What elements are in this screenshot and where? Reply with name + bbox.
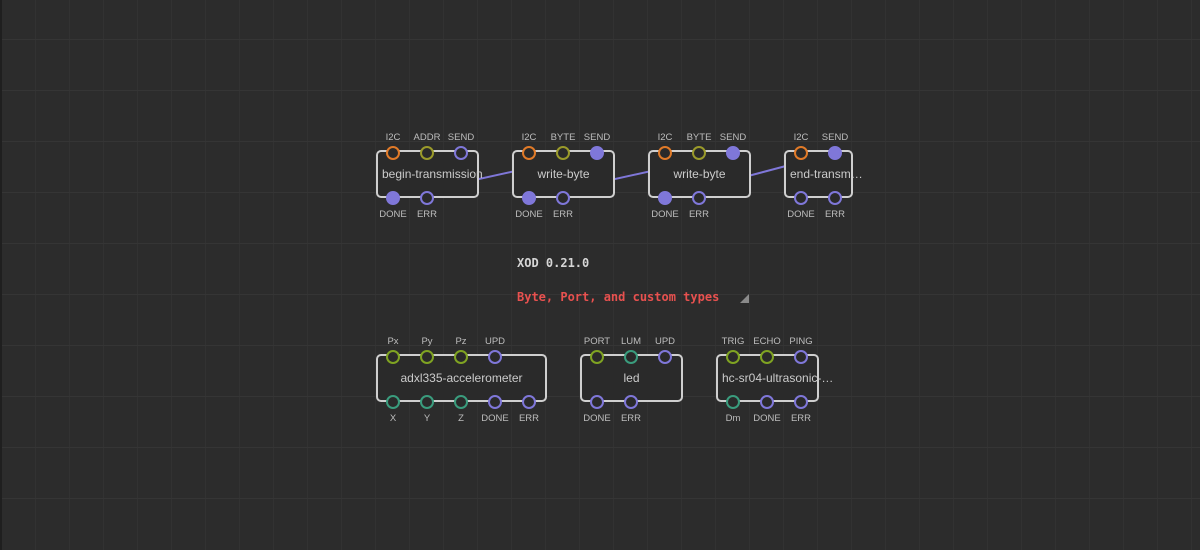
pin-label: I2C [793,132,809,143]
output-pin-done[interactable] [658,191,672,205]
node-end-transmission[interactable]: end-transm… [784,150,863,198]
pin-label: ERR [620,413,642,424]
output-pin-done[interactable] [794,191,808,205]
pin-label: DONE [651,209,679,220]
input-pin-px[interactable] [386,350,400,364]
pin-label: Y [423,413,431,424]
canvas-left-edge [0,0,2,550]
pin-label: BYTE [550,132,576,143]
pin-label: DONE [481,413,509,424]
pin-label: PORT [583,336,611,347]
pin-label: DONE [583,413,611,424]
input-pin-py[interactable] [420,350,434,364]
output-pin-done[interactable] [386,191,400,205]
input-pin-upd[interactable] [658,350,672,364]
pin-label: Dm [725,413,741,424]
node-title: end-transm… [790,167,863,181]
input-pin-i2c[interactable] [658,146,672,160]
pin-label: SEND [583,132,611,143]
input-pin-pz[interactable] [454,350,468,364]
node-title: write-byte [673,167,726,181]
pin-label: SEND [821,132,849,143]
node-title: write-byte [537,167,590,181]
pin-label: BYTE [686,132,712,143]
pin-label: Px [387,336,399,347]
comment-subtitle: Byte, Port, and custom types [517,290,720,304]
pin-label: ERR [552,209,574,220]
pin-label: Z [458,413,464,424]
input-pin-port[interactable] [590,350,604,364]
pin-label: Py [421,336,433,347]
pin-label: Pz [455,336,467,347]
pin-label: I2C [521,132,537,143]
output-pin-x[interactable] [386,395,400,409]
output-pin-err[interactable] [624,395,638,409]
pin-label: I2C [385,132,401,143]
pin-label: SEND [719,132,747,143]
input-pin-upd[interactable] [488,350,502,364]
output-pin-err[interactable] [692,191,706,205]
input-pin-send[interactable] [726,146,740,160]
input-pin-i2c[interactable] [522,146,536,160]
output-pin-done[interactable] [590,395,604,409]
input-pin-i2c[interactable] [386,146,400,160]
pin-label: I2C [657,132,673,143]
output-pin-z[interactable] [454,395,468,409]
output-pin-done[interactable] [522,191,536,205]
input-pin-send[interactable] [454,146,468,160]
output-pin-y[interactable] [420,395,434,409]
input-pin-lum[interactable] [624,350,638,364]
pin-label: ERR [416,209,438,220]
output-pin-err[interactable] [556,191,570,205]
node-title: begin-transmission [382,167,483,181]
pin-label: ERR [688,209,710,220]
output-pin-err[interactable] [420,191,434,205]
pin-label: DONE [379,209,407,220]
node-title: adxl335-accelerometer [400,371,523,385]
pin-label: DONE [753,413,781,424]
pin-label: ADDR [413,132,441,143]
pin-label: DONE [515,209,543,220]
pin-label: X [389,413,397,424]
output-pin-err[interactable] [794,395,808,409]
input-pin-ping[interactable] [794,350,808,364]
input-pin-byte[interactable] [692,146,706,160]
pin-label: ERR [824,209,846,220]
pin-label: PING [789,336,813,347]
input-pin-send[interactable] [828,146,842,160]
pin-label: UPD [484,336,506,347]
pin-label: LUM [620,336,642,347]
output-pin-err[interactable] [828,191,842,205]
output-pin-done[interactable] [760,395,774,409]
input-pin-i2c[interactable] [794,146,808,160]
input-pin-trig[interactable] [726,350,740,364]
pin-label: TRIG [721,336,745,347]
pin-label: UPD [654,336,676,347]
pin-label: ERR [790,413,812,424]
node-title: led [623,371,640,385]
input-pin-send[interactable] [590,146,604,160]
pin-label: ECHO [753,336,781,347]
pin-label: ERR [518,413,540,424]
output-pin-err[interactable] [522,395,536,409]
pin-label: DONE [787,209,815,220]
comment-resize-handle[interactable] [740,294,749,303]
input-pin-byte[interactable] [556,146,570,160]
output-pin-dm[interactable] [726,395,740,409]
comment-node[interactable]: XOD 0.21.0 Byte, Port, and custom types [506,247,751,304]
input-pin-echo[interactable] [760,350,774,364]
pin-label: SEND [447,132,475,143]
comment-title: XOD 0.21.0 [517,256,590,270]
input-pin-addr[interactable] [420,146,434,160]
node-title: hc-sr04-ultrasonic-… [722,371,834,385]
output-pin-done[interactable] [488,395,502,409]
